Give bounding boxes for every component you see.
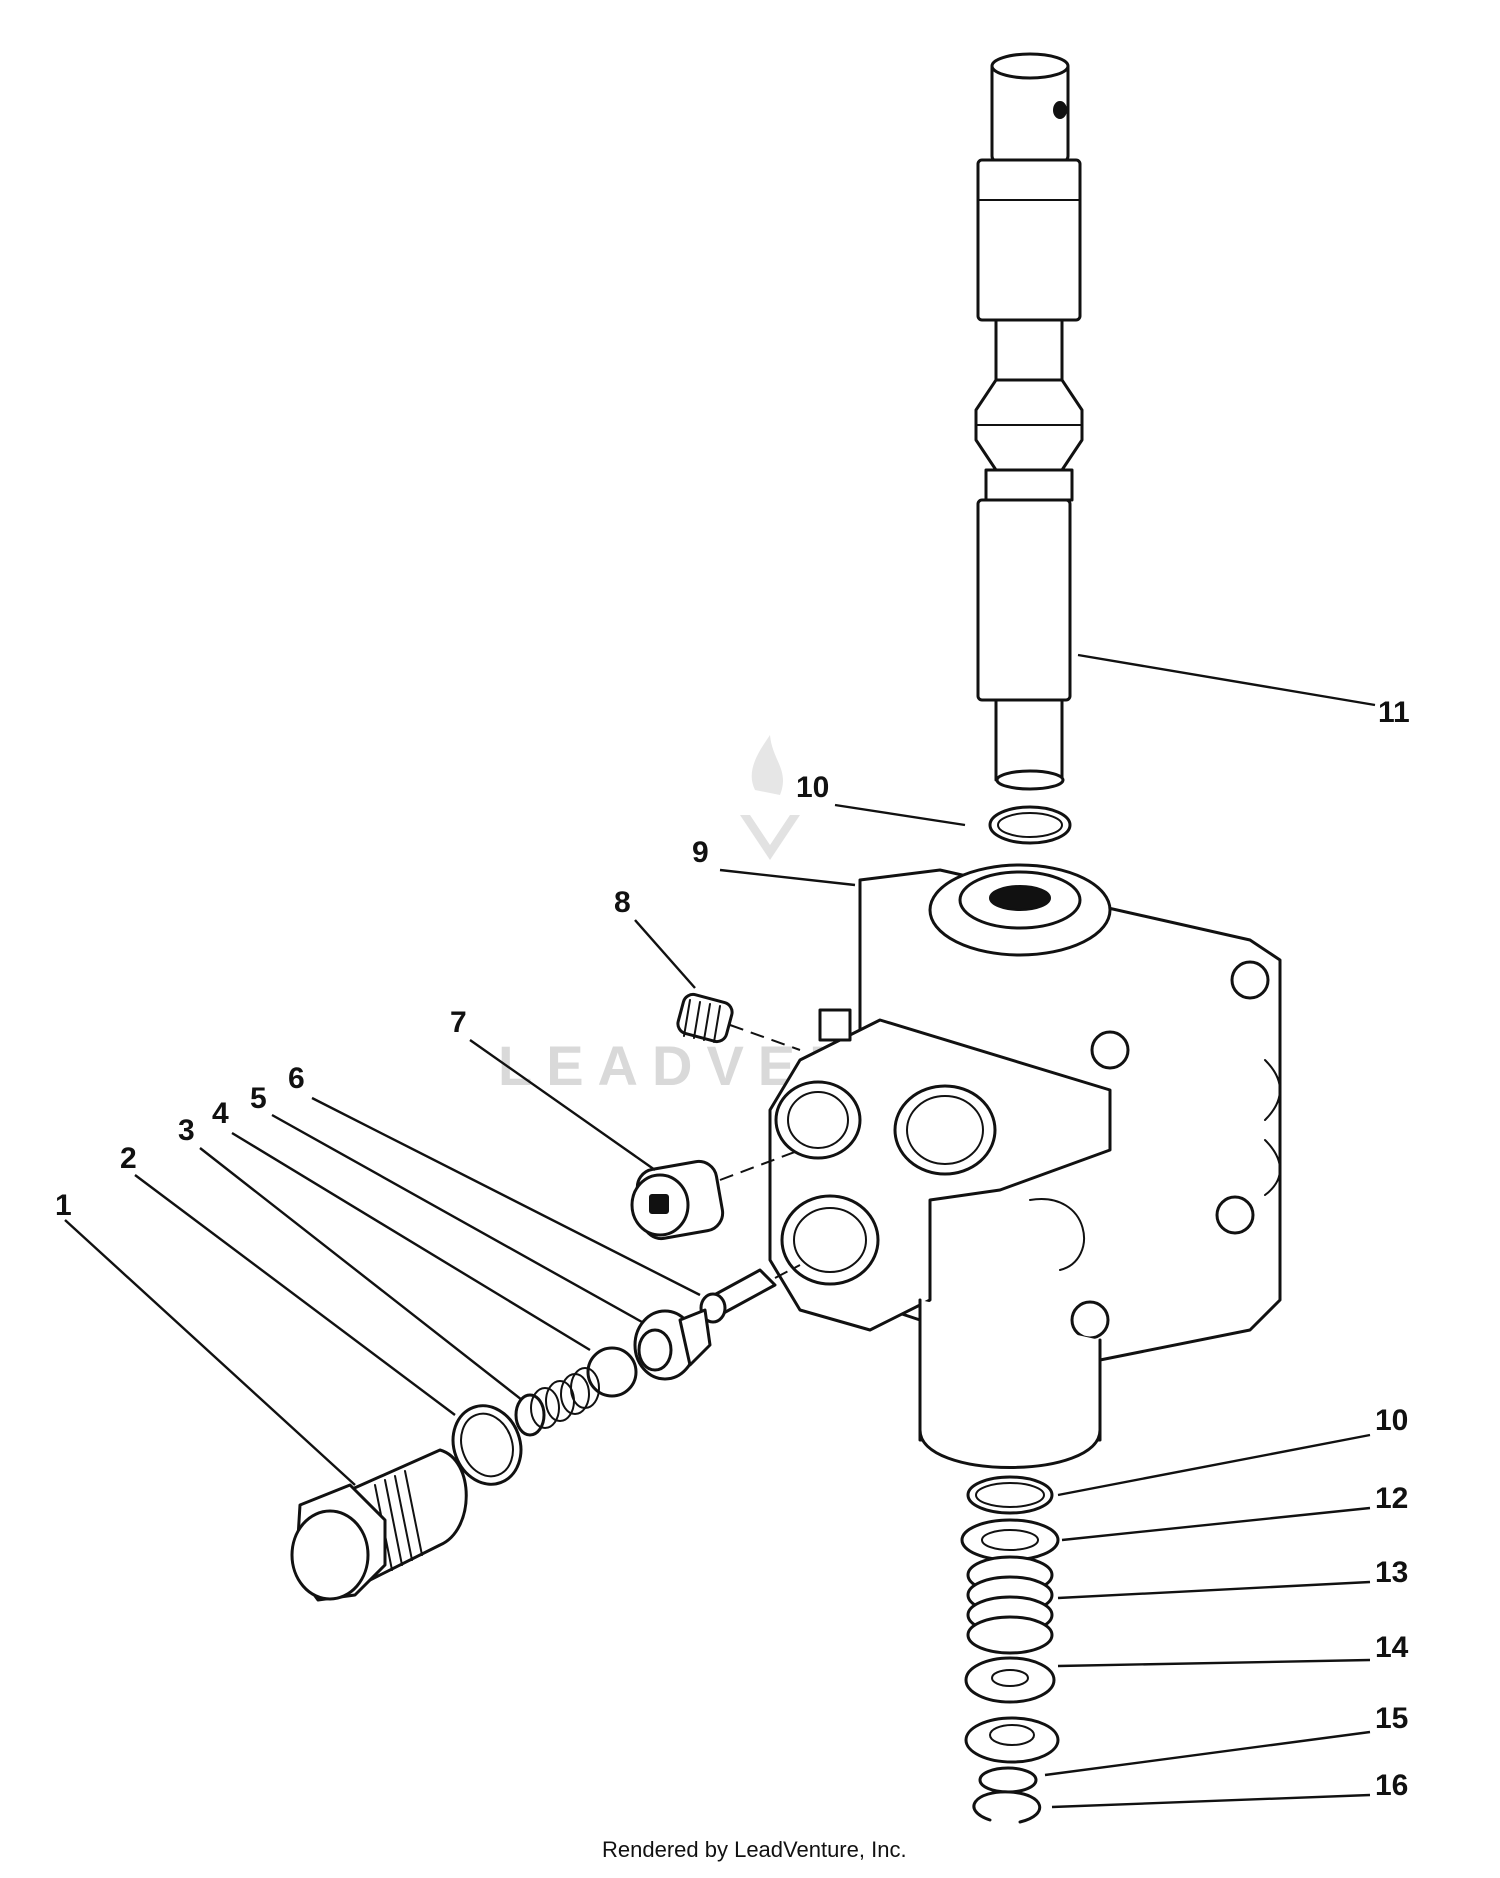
callout-16: 16: [1375, 1769, 1408, 1802]
callout-13: 13: [1375, 1556, 1408, 1589]
callout-9: 9: [692, 836, 709, 869]
part-7-plug: [630, 1159, 725, 1241]
part-9-valve-body: [768, 863, 1282, 1469]
part-5-seat: [633, 1308, 712, 1381]
callout-8: 8: [614, 886, 631, 919]
part-16-snap-ring: [972, 1766, 1042, 1824]
callout-5: 5: [250, 1082, 267, 1115]
part-11-spool: [974, 52, 1084, 791]
callout-15: 15: [1375, 1702, 1408, 1735]
part-4-ball: [586, 1346, 638, 1398]
callout-labels: 1 2 3 4 5 6 7 8 9 10 11 10 12 13 14 15 1…: [55, 696, 1410, 1802]
callout-14: 14: [1375, 1631, 1409, 1664]
part-8-set-screw: [676, 992, 734, 1044]
leader-lines: [64, 653, 1376, 1809]
part-15-washer: [964, 1716, 1060, 1764]
part-12-washer: [960, 1518, 1060, 1562]
centerline-6: [774, 1264, 801, 1279]
watermark-logo-icon: [740, 815, 800, 860]
callout-10-bottom: 10: [1375, 1404, 1408, 1437]
part-13-spring: [966, 1555, 1054, 1655]
footer-credit: Rendered by LeadVenture, Inc.: [602, 1837, 907, 1862]
callout-10-top: 10: [796, 771, 829, 804]
part-3-spring: [514, 1367, 600, 1437]
callout-2: 2: [120, 1142, 137, 1175]
callout-12: 12: [1375, 1482, 1408, 1515]
callout-4: 4: [212, 1097, 229, 1130]
callout-1: 1: [55, 1189, 72, 1222]
centerline-7: [719, 1149, 801, 1181]
callout-7: 7: [450, 1006, 467, 1039]
callout-11: 11: [1378, 696, 1410, 729]
part-6-poppet: [699, 1268, 777, 1324]
watermark-flame-icon: [751, 735, 784, 795]
callout-3: 3: [178, 1114, 195, 1147]
part-14-retainer: [964, 1656, 1056, 1704]
part-1-hex-plug: [290, 1448, 468, 1602]
centerline-8: [729, 1024, 801, 1051]
callout-6: 6: [288, 1062, 305, 1095]
part-10-oring-top: [988, 805, 1072, 845]
part-2-oring: [451, 1404, 523, 1486]
part-10-oring-bottom: [966, 1475, 1054, 1515]
